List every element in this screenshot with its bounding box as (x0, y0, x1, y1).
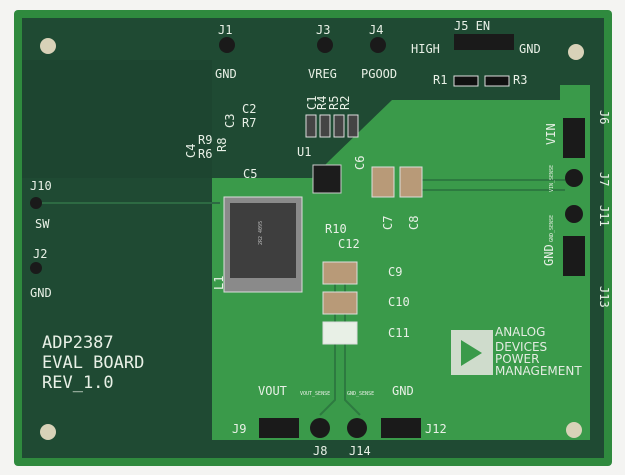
label-j12: J12 (425, 422, 447, 436)
label-c9: C9 (388, 265, 402, 279)
cap-c9 (322, 261, 358, 285)
label-c2: C2 (242, 102, 256, 116)
label-j3: J3 (316, 23, 330, 37)
label-j12-net: GND (392, 384, 414, 398)
board-title-line: REV_1.0 (42, 373, 114, 393)
label-c7: C7 (381, 216, 395, 230)
label-j2-net: GND (30, 286, 52, 300)
label-j14-net: GND_SENSE (347, 391, 374, 397)
label-c4: C4 (184, 144, 198, 158)
label-j5-high: HIGH (411, 42, 440, 56)
label-j7-net: VIN_SENSE (549, 165, 555, 192)
light-copper-area (212, 85, 590, 440)
inductor-marking: 2R2 4095 (258, 221, 264, 245)
logo-line: MANAGEMENT (495, 364, 582, 378)
label-j11: J11 (597, 205, 611, 227)
res-r2 (347, 114, 359, 138)
label-c3: C3 (223, 114, 237, 128)
board-title-line: EVAL BOARD (42, 353, 144, 373)
j9-header (259, 418, 299, 438)
label-u1: U1 (297, 145, 311, 159)
jumper-r1 (453, 75, 479, 87)
j11-header (565, 205, 583, 223)
label-j5-gnd: GND (519, 42, 541, 56)
label-r9: R9 (198, 133, 212, 147)
logo-line: ANALOG (495, 325, 545, 339)
adi-logo-triangle (461, 340, 482, 366)
pad-c11 (322, 321, 358, 345)
label-j1: J1 (218, 23, 232, 37)
shade (22, 60, 212, 178)
res-c1 (305, 114, 317, 138)
j14-header (347, 418, 367, 438)
label-r1: R1 (433, 73, 447, 87)
j6-header (563, 118, 585, 158)
board-title-line: ADP2387 (42, 333, 114, 353)
j8-header (310, 418, 330, 438)
label-c8: C8 (407, 216, 421, 230)
label-r6: R6 (198, 147, 212, 161)
j10-header (30, 197, 42, 209)
label-j10-net: SW (35, 217, 50, 231)
label-c11: C11 (388, 326, 410, 340)
label-j4: J4 (369, 23, 383, 37)
label-r7: R7 (242, 116, 256, 130)
cap-c8 (399, 166, 423, 198)
ic-u1 (312, 164, 342, 194)
jumper-r3 (484, 75, 510, 87)
j12-header (381, 418, 421, 438)
label-j2: J2 (33, 247, 47, 261)
label-j9-net: VOUT (258, 384, 287, 398)
j1-header (219, 37, 235, 53)
logo-line: POWER (495, 352, 539, 366)
label-j7: J7 (597, 172, 611, 186)
mount-hole (566, 422, 582, 438)
mount-hole (40, 38, 56, 54)
res-r5 (333, 114, 345, 138)
label-j14: J14 (349, 444, 371, 458)
label-j8-net: VOUT_SENSE (300, 391, 330, 397)
label-j11-net: GND_SENSE (549, 215, 555, 242)
label-r3: R3 (513, 73, 527, 87)
label-j13: J13 (597, 286, 611, 308)
label-l1: L1 (212, 276, 226, 290)
j3-header (317, 37, 333, 53)
label-j6: J6 (597, 110, 611, 124)
inductor-body (230, 203, 296, 278)
label-r4: R4 (315, 96, 329, 110)
logo-line: DEVICES (495, 340, 547, 354)
label-c5: C5 (243, 167, 257, 181)
label-j6-net: VIN (544, 123, 558, 145)
mount-hole (40, 424, 56, 440)
mount-hole (568, 44, 584, 60)
label-j10: J10 (30, 179, 52, 193)
label-c12: C12 (338, 237, 360, 251)
label-j3-net: VREG (308, 67, 337, 81)
label-r5: R5 (327, 96, 341, 110)
cap-c7 (371, 166, 395, 198)
label-j13-net: GND (542, 244, 556, 266)
j2-header (30, 262, 42, 274)
label-r8: R8 (215, 138, 229, 152)
label-c6: C6 (353, 156, 367, 170)
label-j4-net: PGOOD (361, 67, 397, 81)
label-r2: R2 (338, 96, 352, 110)
label-j5: J5 EN (454, 19, 490, 33)
label-j8: J8 (313, 444, 327, 458)
label-j1-net: GND (215, 67, 237, 81)
label-c1: C1 (305, 96, 319, 110)
label-j9: J9 (232, 422, 246, 436)
j7-header (565, 169, 583, 187)
j4-header (370, 37, 386, 53)
label-r10: R10 (325, 222, 347, 236)
j5-header (454, 34, 514, 50)
cap-c10 (322, 291, 358, 315)
res-r4 (319, 114, 331, 138)
label-c10: C10 (388, 295, 410, 309)
j13-header (563, 236, 585, 276)
